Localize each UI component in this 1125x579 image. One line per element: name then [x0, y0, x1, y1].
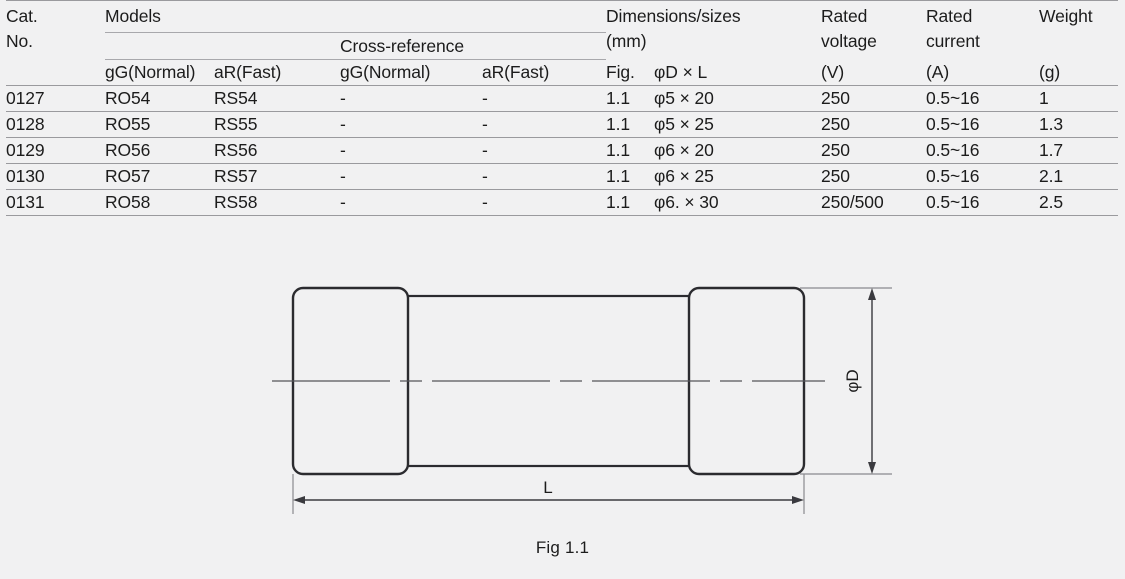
header-unit-spacer — [6, 59, 105, 86]
header-rated-voltage-line1: Rated — [821, 6, 868, 26]
cell-dimension: φ5 × 20 — [654, 85, 822, 112]
cell-models-gg: RO58 — [105, 189, 214, 216]
cell-cat-no: 0127 — [6, 85, 105, 112]
cell-rated-voltage: 250/500 — [821, 189, 927, 216]
cell-rated-current: 0.5~16 — [926, 85, 1040, 112]
cell-weight: 1 — [1039, 85, 1119, 112]
cell-rated-current: 0.5~16 — [926, 163, 1040, 190]
cell-cross-ar: - — [482, 111, 607, 138]
cell-cross-ar: - — [482, 85, 607, 112]
cell-cross-gg: - — [340, 189, 482, 216]
cell-cross-gg: - — [340, 111, 482, 138]
cell-dimension: φ6 × 20 — [654, 137, 822, 164]
header-cross-reference-group: Cross-reference — [340, 32, 607, 60]
header-weight-line1: Weight — [1039, 6, 1093, 26]
header-models-spacer — [105, 32, 340, 60]
cell-rated-current: 0.5~16 — [926, 189, 1040, 216]
cell-rated-voltage: 250 — [821, 163, 927, 190]
cell-dimension: φ5 × 25 — [654, 111, 822, 138]
header-rated-voltage-unit: (V) — [821, 59, 927, 86]
arrowhead-diameter-top — [868, 288, 876, 300]
cell-fig: 1.1 — [606, 163, 655, 190]
figure-caption: Fig 1.1 — [535, 538, 590, 557]
header-cat-no-line2: No. — [6, 31, 33, 51]
cell-rated-voltage: 250 — [821, 85, 927, 112]
header-dimensions-line1: Dimensions/sizes — [606, 6, 741, 26]
cell-cross-ar: - — [482, 137, 607, 164]
arrowhead-length-left — [293, 496, 305, 504]
cell-fig: 1.1 — [606, 189, 655, 216]
cell-models-gg: RO54 — [105, 85, 214, 112]
header-cat-no-line1: Cat. — [6, 6, 38, 26]
header-fig: Fig. — [606, 59, 655, 86]
cell-rated-current: 0.5~16 — [926, 111, 1040, 138]
cell-cat-no: 0128 — [6, 111, 105, 138]
arrowhead-length-right — [792, 496, 804, 504]
header-row-2: Cross-reference — [6, 32, 1118, 60]
cell-models-ar: RS54 — [214, 85, 340, 112]
cell-models-ar: RS57 — [214, 163, 340, 190]
table-header: Cat. No. Models Dimensions/sizes (mm) Ra… — [6, 0, 1119, 86]
cell-rated-voltage: 250 — [821, 137, 927, 164]
fuse-diagram-figure: φD L Fig 1.1 — [0, 250, 1125, 579]
header-diameter-length: φD × L — [654, 59, 822, 86]
fuse-specification-table: Cat. No. Models Dimensions/sizes (mm) Ra… — [6, 0, 1119, 216]
cell-cross-ar: - — [482, 163, 607, 190]
specification-table-container: Cat. No. Models Dimensions/sizes (mm) Ra… — [0, 0, 1125, 248]
header-rated-current-line2: current — [926, 31, 980, 51]
header-weight-unit: (g) — [1039, 59, 1119, 86]
cell-models-ar: RS56 — [214, 137, 340, 164]
cell-cat-no: 0129 — [6, 137, 105, 164]
cell-fig: 1.1 — [606, 85, 655, 112]
cell-fig: 1.1 — [606, 137, 655, 164]
header-row-3: gG(Normal) aR(Fast) gG(Normal) aR(Fast) … — [6, 59, 1119, 86]
cell-models-ar: RS55 — [214, 111, 340, 138]
header-models-ar: aR(Fast) — [214, 59, 340, 86]
cell-cross-gg: - — [340, 137, 482, 164]
cell-weight: 2.1 — [1039, 163, 1119, 190]
header-cross-gg: gG(Normal) — [340, 59, 482, 86]
cell-cross-gg: - — [340, 163, 482, 190]
cell-weight: 1.3 — [1039, 111, 1119, 138]
cell-dimension: φ6 × 25 — [654, 163, 822, 190]
fuse-drawing-svg: φD L — [272, 286, 892, 514]
header-cat-no: Cat. No. — [6, 0, 105, 60]
header-row-1: Cat. No. Models Dimensions/sizes (mm) Ra… — [6, 0, 1119, 60]
cell-models-gg: RO56 — [105, 137, 214, 164]
header-rated-current-line1: Rated — [926, 6, 973, 26]
header-rated-current-unit: (A) — [926, 59, 1040, 86]
header-models-group: Models — [105, 0, 607, 33]
cell-rated-current: 0.5~16 — [926, 137, 1040, 164]
cell-weight: 1.7 — [1039, 137, 1119, 164]
header-dimensions-line2: (mm) — [606, 31, 647, 51]
cell-models-ar: RS58 — [214, 189, 340, 216]
cell-fig: 1.1 — [606, 111, 655, 138]
header-rated-current: Rated current — [926, 0, 1040, 60]
cell-models-gg: RO55 — [105, 111, 214, 138]
header-dimensions-group: Dimensions/sizes (mm) — [606, 0, 822, 60]
header-rated-voltage: Rated voltage — [821, 0, 927, 60]
arrowhead-diameter-bottom — [868, 462, 876, 474]
cell-cat-no: 0131 — [6, 189, 105, 216]
cell-weight: 2.5 — [1039, 189, 1119, 216]
cell-cross-gg: - — [340, 85, 482, 112]
cell-models-gg: RO57 — [105, 163, 214, 190]
length-label: L — [543, 478, 552, 497]
header-weight: Weight — [1039, 0, 1119, 60]
cell-rated-voltage: 250 — [821, 111, 927, 138]
cell-dimension: φ6. × 30 — [654, 189, 822, 216]
header-models-gg: gG(Normal) — [105, 59, 214, 86]
header-cross-ar: aR(Fast) — [482, 59, 607, 86]
header-rated-voltage-line2: voltage — [821, 31, 877, 51]
cell-cat-no: 0130 — [6, 163, 105, 190]
cell-cross-ar: - — [482, 189, 607, 216]
diameter-label: φD — [843, 369, 862, 392]
